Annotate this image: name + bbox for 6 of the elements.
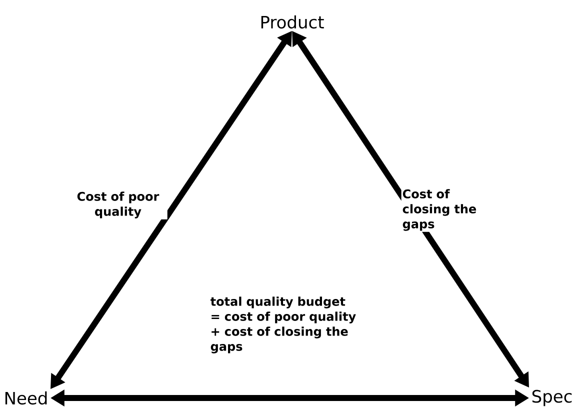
vertex-label: Need [5,391,47,405]
edge-label: Cost of closing the gaps [401,188,489,232]
edge-label: Cost of poor quality [68,190,168,220]
note-text: total quality budget = cost of poor quality + cost of closing the gaps [210,296,356,354]
vertex-label: Product [261,15,324,29]
vertex-label: Spec [532,390,572,406]
